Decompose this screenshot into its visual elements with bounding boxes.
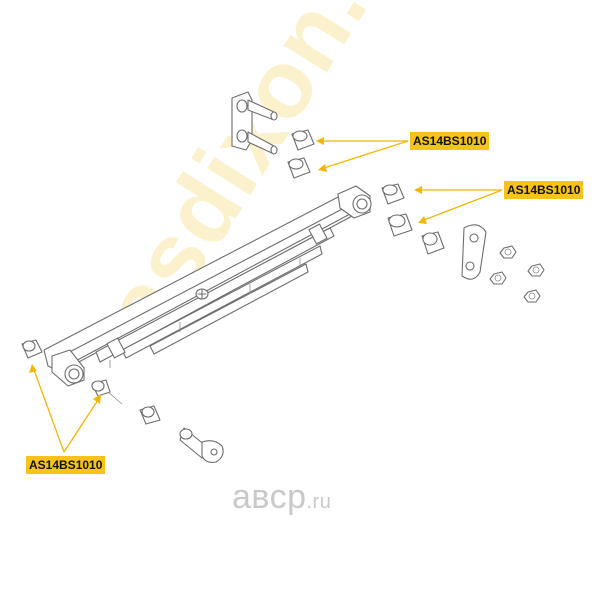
bushing-right-upper <box>381 183 405 205</box>
leader-lines <box>29 137 503 453</box>
brand-name: авср <box>232 478 307 516</box>
bushing-right-lower <box>387 213 413 237</box>
bushing-top-lower <box>287 157 311 179</box>
bushing-front-lower <box>91 379 123 405</box>
brand-tld: .ru <box>306 491 332 513</box>
bushing-front-center <box>139 405 161 425</box>
brand-logo: авср.ru <box>232 478 331 517</box>
shackle-hanger-bracket <box>231 91 278 155</box>
bushing-top-upper <box>291 129 315 151</box>
spring-eye-rear <box>337 185 372 219</box>
part-number-label-top: AS14BS1010 <box>410 132 490 150</box>
nut-2 <box>489 271 507 285</box>
bushing-front-left <box>21 339 43 359</box>
nut-3 <box>527 263 545 277</box>
bushing-right-outer <box>421 231 445 255</box>
shackle-plate <box>461 224 487 280</box>
spring-eye-front <box>51 349 85 387</box>
leaf-spring-pack <box>43 195 357 373</box>
nut-1 <box>499 245 517 259</box>
nut-4 <box>523 289 541 303</box>
shackle-bolt <box>179 427 224 463</box>
part-number-label-bottom: AS14BS1010 <box>26 456 106 474</box>
part-number-label-right: AS14BS1010 <box>504 181 584 199</box>
